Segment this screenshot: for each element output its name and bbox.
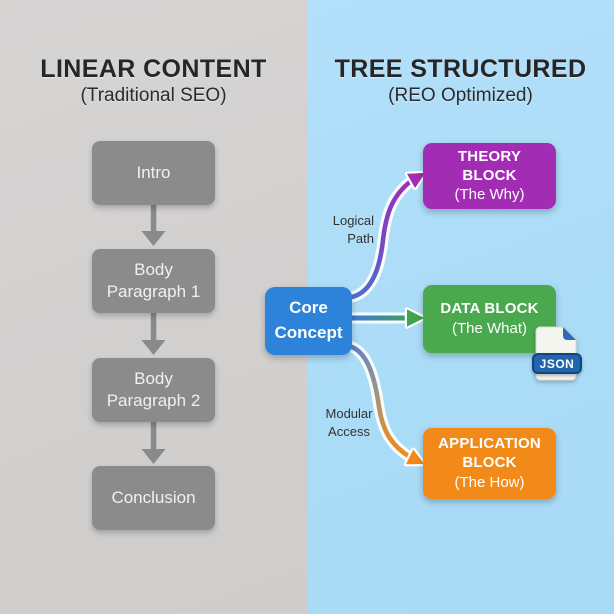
flow-box-intro: Intro [92,141,215,205]
right-panel-title: TREE STRUCTURED [334,55,587,83]
application-block-title: APPLICATION BLOCK [438,435,541,471]
edge-label-modular-access: Modular Access [325,406,373,440]
flow-box-body-paragraph-1: Body Paragraph 1 [92,249,215,313]
theory-block-subtitle: (The Why) [454,186,525,204]
left-panel-title: LINEAR CONTENT [40,55,267,83]
application-block: APPLICATION BLOCK (The How) [423,428,556,499]
json-file-icon: JSON [532,326,582,384]
flow-box-body-paragraph-2: Body Paragraph 2 [92,358,215,422]
theory-block: THEORY BLOCK (The Why) [423,143,556,209]
json-badge: JSON [532,353,582,374]
data-block: DATA BLOCK (The What) [423,285,556,353]
flow-box-conclusion: Conclusion [92,466,215,530]
right-panel-subtitle: (REO Optimized) [388,85,533,106]
core-concept-node: Core Concept [265,287,352,355]
theory-block-title: THEORY BLOCK [457,147,522,184]
left-panel-subtitle: (Traditional SEO) [80,85,227,106]
data-block-subtitle: (The What) [451,319,527,337]
data-block-title: DATA BLOCK [440,300,539,318]
edge-label-logical-path: Logical Path [332,213,374,247]
application-block-subtitle: (The How) [454,473,525,491]
